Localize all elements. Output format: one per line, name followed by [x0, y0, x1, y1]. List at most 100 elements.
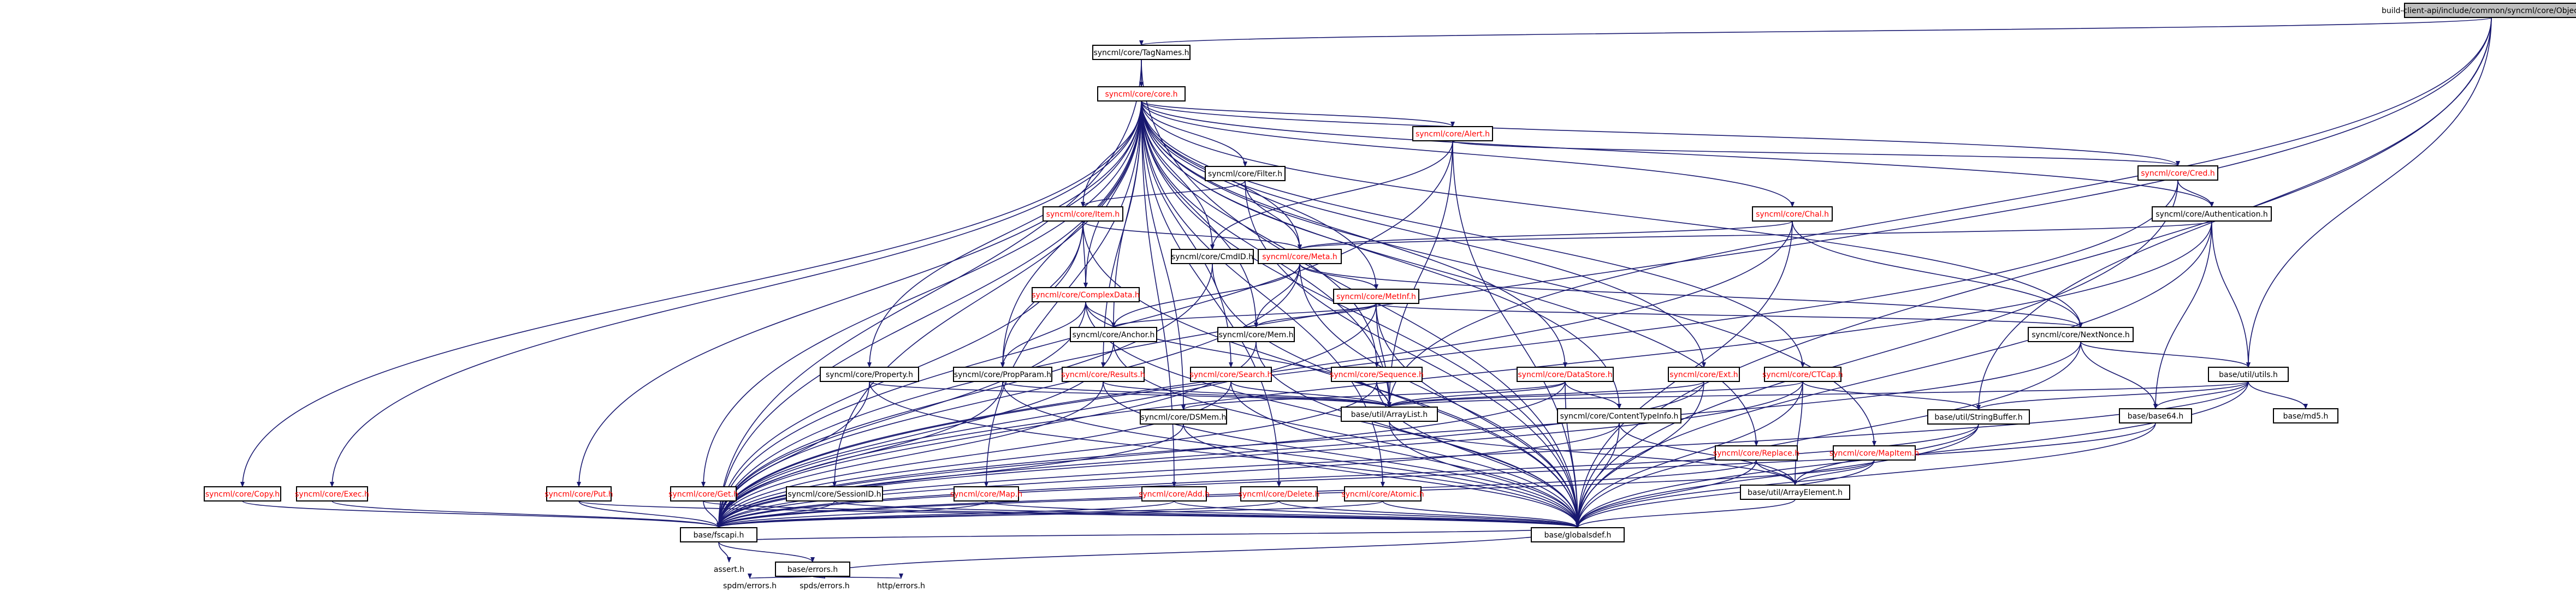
node-sessionid[interactable]: syncml/core/SessionID.h [786, 486, 883, 502]
node-box-get [670, 486, 737, 502]
node-box-base64 [2119, 408, 2192, 423]
node-label-propparam: syncml/core/PropParam.h [954, 371, 1051, 379]
node-box-errors [775, 562, 850, 577]
node-globaldef[interactable]: base/globalsdef.h [1531, 527, 1625, 542]
edge-delete-to-globaldef [1278, 500, 1580, 528]
edge-fscapi-to-globaldef [718, 527, 1579, 542]
node-exec[interactable]: syncml/core/Exec.h [295, 486, 369, 502]
node-results[interactable]: syncml/core/Results.h [1061, 367, 1145, 382]
edge-errors-to-globaldef [812, 527, 1580, 577]
node-core[interactable]: syncml/core/core.h [1097, 86, 1186, 102]
node-tagnames[interactable]: syncml/core/TagNames.h [1092, 45, 1191, 60]
node-label-replace: syncml/core/Replace.h [1713, 449, 1799, 458]
node-arrayelement[interactable]: base/util/ArrayElement.h [1740, 485, 1850, 500]
node-cred[interactable]: syncml/core/Cred.h [2137, 165, 2218, 181]
edge-meta-to-metinf [1299, 263, 1378, 290]
edge-property-to-globaldef [869, 381, 1580, 528]
node-property[interactable]: syncml/core/Property.h [820, 367, 919, 382]
edge-core-to-globaldef [1141, 100, 1580, 528]
node-get[interactable]: syncml/core/Get.h [668, 486, 738, 502]
node-atomic[interactable]: syncml/core/Atomic.h [1341, 486, 1424, 502]
node-box-property [820, 367, 919, 382]
edge-contenttypeinfo-to-arrayelement [1619, 422, 1797, 486]
edge-search-to-globaldef [1230, 381, 1580, 528]
node-box-globaldef [1531, 527, 1625, 542]
node-ext[interactable]: syncml/core/Ext.h [1668, 367, 1740, 382]
node-dsmem[interactable]: syncml/core/DSMem.h [1140, 409, 1227, 425]
node-cmdid[interactable]: syncml/core/CmdID.h [1171, 249, 1254, 264]
edge-base64u-to-arraylist [1387, 381, 2249, 408]
node-stringbuffer[interactable]: base/util/StringBuffer.h [1927, 409, 2030, 425]
node-map[interactable]: syncml/core/Map.h [950, 486, 1022, 502]
node-search[interactable]: syncml/core/Search.h [1190, 367, 1272, 382]
node-mem[interactable]: syncml/core/Mem.h [1217, 327, 1295, 342]
edge-cred-to-auth [2177, 180, 2214, 207]
node-ctcap[interactable]: syncml/core/CTCap.h [1762, 367, 1843, 382]
edge-property-to-arraylist [869, 381, 1391, 408]
node-label-get: syncml/core/Get.h [668, 490, 738, 499]
edge-metinf-to-arraylist [1376, 303, 1391, 408]
node-box-root [2404, 3, 2576, 18]
node-auth[interactable]: syncml/core/Authentication.h [2152, 206, 2272, 222]
node-errors[interactable]: base/errors.h [775, 562, 850, 577]
node-box-search [1190, 367, 1272, 382]
node-propparam[interactable]: syncml/core/PropParam.h [953, 367, 1052, 382]
node-label-mapitem: syncml/core/MapItem.h [1829, 449, 1919, 458]
node-add[interactable]: syncml/core/Add.h [1139, 486, 1210, 502]
edge-metinf-to-globaldef [1376, 303, 1580, 528]
edge-core-to-alert [1141, 100, 1455, 127]
node-anchor[interactable]: syncml/core/Anchor.h [1070, 327, 1157, 342]
node-delete[interactable]: syncml/core/Delete.h [1239, 486, 1320, 502]
node-label-complexdata: syncml/core/ComplexData.h [1032, 291, 1140, 300]
edge-results-to-fscapi [716, 381, 1104, 528]
edge-alert-to-arraylist [1387, 140, 1453, 408]
edge-datastore-to-dsmem [1181, 381, 1566, 410]
node-label-sequence: syncml/core/Sequence.h [1330, 371, 1424, 379]
edge-item-to-complexdata [1082, 220, 1088, 288]
node-complexdata[interactable]: syncml/core/ComplexData.h [1032, 287, 1140, 302]
node-chal[interactable]: syncml/core/Chal.h [1752, 206, 1833, 222]
node-item[interactable]: syncml/core/Item.h [1043, 206, 1123, 222]
edge-root-to-base64u [2246, 17, 2492, 368]
node-box-meta [1258, 249, 1342, 264]
node-base64[interactable]: base/base64.h [2119, 408, 2192, 423]
edge-core-to-metinf [1141, 100, 1378, 290]
edge-exec-to-fscapi [331, 500, 721, 528]
node-label-results: syncml/core/Results.h [1061, 371, 1145, 379]
node-box-core [1097, 86, 1186, 102]
edge-core-to-cmdid [1141, 100, 1215, 250]
node-put[interactable]: syncml/core/Put.h [544, 486, 613, 502]
node-label-property: syncml/core/Property.h [826, 371, 913, 379]
node-filter[interactable]: syncml/core/Filter.h [1205, 166, 1286, 181]
node-base64u[interactable]: base/util/utils.h [2208, 367, 2289, 382]
node-fscapi[interactable]: base/fscapi.h [680, 527, 757, 542]
node-replace[interactable]: syncml/core/Replace.h [1713, 445, 1799, 461]
node-box-contenttypeinfo [1557, 408, 1681, 423]
node-box-base64u [2208, 367, 2289, 382]
node-arraylist[interactable]: base/util/ArrayList.h [1341, 407, 1438, 422]
node-sequence[interactable]: syncml/core/Sequence.h [1330, 367, 1424, 382]
edge-datastore-to-contenttypeinfo [1565, 381, 1621, 409]
node-box-sequence [1331, 367, 1423, 382]
node-box-datastore [1517, 367, 1614, 382]
node-root[interactable]: build-client-api/include/common/syncml/c… [2382, 3, 2576, 18]
node-metinf[interactable]: syncml/core/MetInf.h [1333, 289, 1419, 304]
edge-datastore-to-fscapi [716, 381, 1566, 528]
node-label-cmdid: syncml/core/CmdID.h [1171, 253, 1253, 261]
node-label-fscapi: base/fscapi.h [694, 531, 744, 540]
edge-add-to-fscapi [716, 500, 1175, 528]
node-contenttypeinfo[interactable]: syncml/core/ContentTypeInfo.h [1557, 408, 1681, 423]
node-label-errors: base/errors.h [787, 565, 838, 574]
node-alert[interactable]: syncml/core/Alert.h [1412, 126, 1493, 141]
node-nextnonce[interactable]: syncml/core/NextNonce.h [2028, 327, 2134, 342]
node-meta[interactable]: syncml/core/Meta.h [1258, 249, 1342, 264]
node-copy[interactable]: syncml/core/Copy.h [204, 486, 281, 502]
node-md5[interactable]: base/md5.h [2273, 408, 2338, 423]
edge-mapitem-to-globaldef [1576, 459, 1875, 528]
edge-cred-to-fscapi [716, 180, 2178, 528]
node-label-cred: syncml/core/Cred.h [2141, 169, 2214, 178]
node-mapitem[interactable]: syncml/core/MapItem.h [1829, 445, 1919, 461]
node-datastore[interactable]: syncml/core/DataStore.h [1517, 367, 1614, 382]
edge-replace-to-arrayelement [1756, 459, 1797, 486]
